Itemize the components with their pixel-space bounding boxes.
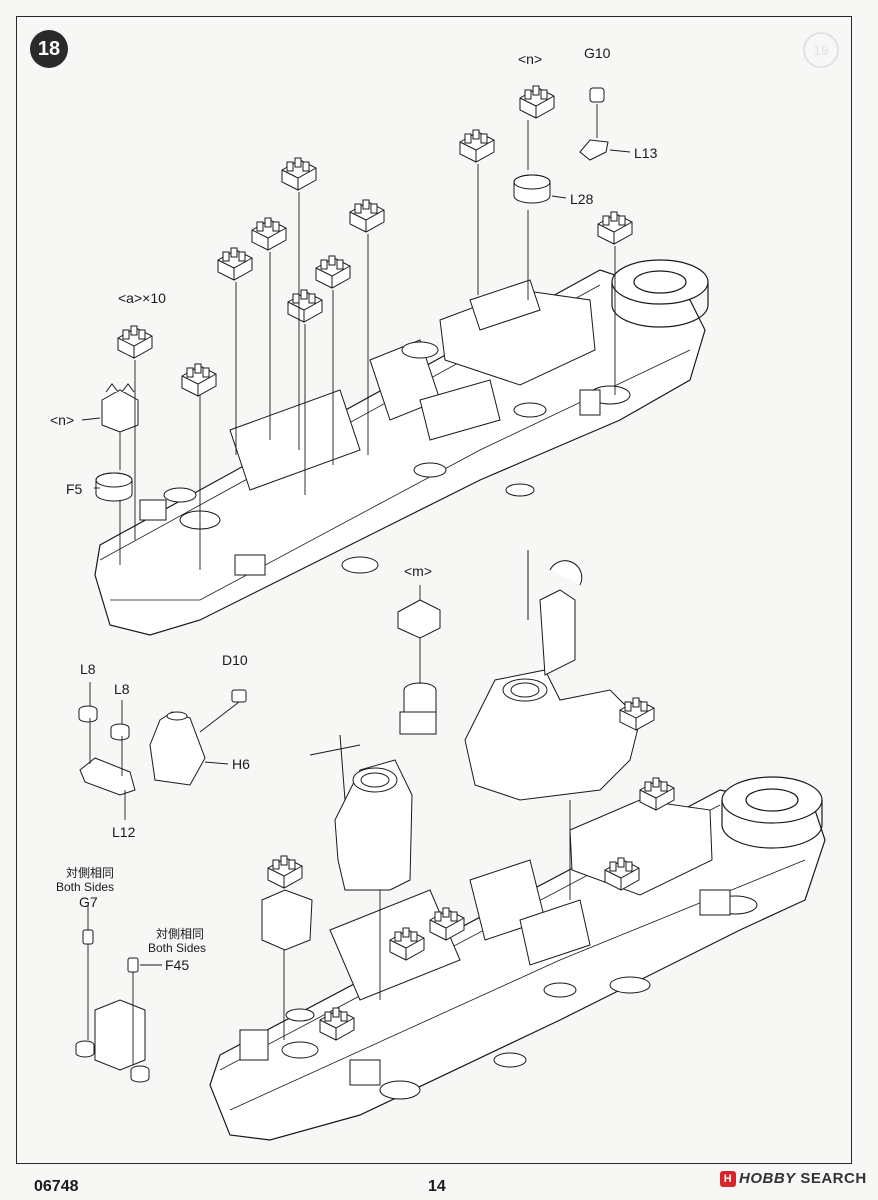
label-both-sides-cn-2: 対側相同: [156, 927, 205, 941]
watermark-rest: SEARCH: [795, 1170, 867, 1187]
step-number-badge: 18: [30, 30, 68, 68]
lower-hull: [209, 789, 826, 1141]
label-l13: L13: [634, 145, 658, 161]
label-a-x10: <a>×10: [118, 290, 166, 306]
label-h6: H6: [232, 756, 250, 772]
parts-g10-l13-l28: [513, 87, 609, 204]
label-f5: F5: [66, 481, 83, 497]
label-f45: F45: [165, 957, 190, 973]
label-both-sides-cn-1: 対側相同: [66, 866, 115, 880]
label-both-sides-en-2: Both Sides: [148, 941, 207, 955]
mid-tower: [464, 550, 641, 801]
label-l8-a: L8: [80, 661, 96, 677]
label-n-left: <n>: [50, 412, 75, 428]
hobby-search-logo-icon: H: [720, 1171, 736, 1187]
label-l8-b: L8: [114, 681, 130, 697]
label-g10: G10: [584, 45, 611, 61]
upper-superstructure: [139, 279, 631, 576]
parts-f5-n-left: [95, 383, 139, 502]
page-frame: [16, 16, 852, 1164]
label-m: <m>: [404, 563, 433, 579]
label-d10: D10: [222, 652, 248, 668]
lower-bridge-tower: [309, 734, 413, 891]
part-m-assembly: [397, 599, 441, 735]
label-both-sides-en-1: Both Sides: [56, 880, 115, 894]
label-n-top: <n>: [518, 51, 543, 67]
label-l12: L12: [112, 824, 136, 840]
part-aft-tower-turret: [261, 855, 313, 951]
faint-step-badge: 19: [803, 32, 839, 68]
leader-lines-lower: [87, 585, 571, 1065]
label-l28: L28: [570, 191, 594, 207]
page-number: 14: [428, 1178, 446, 1195]
leader-lines-upper: [81, 104, 631, 570]
upper-hull: [94, 269, 706, 636]
part-g7-f45-assembly: [75, 929, 150, 1083]
stern-ring-upper: [611, 259, 709, 328]
label-g7: G7: [79, 894, 98, 910]
part-h6-assembly: [78, 689, 247, 796]
stern-ring-lower: [721, 776, 823, 849]
watermark-brand: HOBBY: [739, 1170, 796, 1187]
product-code: 06748: [34, 1178, 79, 1195]
